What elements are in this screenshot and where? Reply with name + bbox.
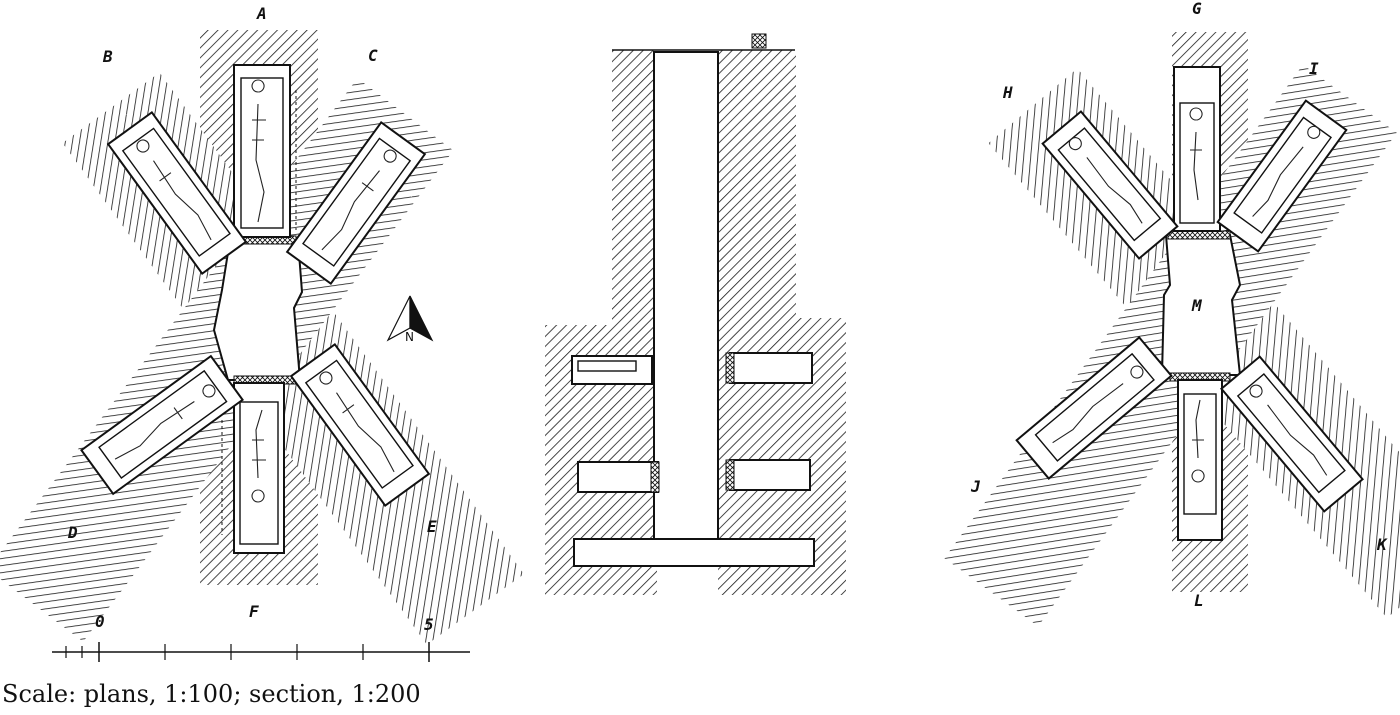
loculus-h (1041, 110, 1179, 260)
label-a: A (256, 4, 267, 23)
section-shaft (653, 51, 719, 548)
right-tomb-plan: G H I J K L M (944, 0, 1400, 627)
section-rock-right-upper (718, 50, 796, 320)
skeleton-l (1191, 399, 1205, 483)
loculus-a (233, 64, 291, 238)
loculus-g (1173, 66, 1221, 232)
loculus-j (1015, 336, 1173, 480)
north-arrow-east-half (409, 295, 434, 342)
label-g: G (1192, 0, 1202, 18)
label-i: I (1309, 59, 1319, 78)
label-j: J (970, 477, 981, 496)
label-h: H (1002, 83, 1013, 102)
coffin-a (240, 77, 284, 229)
section-loculus-upper-right (729, 352, 813, 384)
label-m: M (1191, 296, 1203, 315)
section-coffin-upper-left (577, 360, 637, 372)
label-l: L (1194, 591, 1204, 610)
section-loculus-lower-right (729, 459, 811, 491)
loculus-b (106, 111, 248, 275)
loculus-k (1220, 355, 1364, 513)
skeleton-g (1189, 107, 1203, 201)
left-tomb-plan: A B C D E F (0, 4, 525, 645)
section-blocking-lower-left (650, 461, 660, 493)
skeleton-a (251, 79, 266, 223)
section-loculus-lower-left (577, 461, 659, 493)
section-loculus-upper-left (571, 355, 653, 385)
label-e: E (427, 517, 437, 536)
label-d: D (67, 523, 78, 542)
central-chamber (212, 239, 304, 381)
scale-label-start: 0 (95, 612, 105, 631)
section-blocking-lower-right (725, 459, 735, 491)
coffin-f (239, 401, 279, 545)
scale-label-end: 5 (424, 615, 434, 634)
scale-bar: 0 5 (52, 612, 470, 662)
north-arrow: N (386, 295, 434, 344)
coffin-g (1179, 102, 1215, 224)
label-b: B (102, 47, 113, 66)
loculus-d (80, 354, 244, 496)
capstone-block (751, 33, 767, 49)
label-c: C (368, 46, 378, 65)
north-arrow-label: N (405, 330, 414, 344)
section-blocking-upper-right (725, 352, 735, 384)
label-f: F (249, 602, 259, 621)
loculus-e (289, 343, 431, 507)
tomb-section (545, 33, 846, 595)
label-k: K (1376, 535, 1388, 554)
loculus-f (233, 382, 285, 554)
coffin-l (1183, 393, 1217, 515)
skeleton-f (251, 409, 266, 503)
blocking-stone-g (1167, 230, 1231, 240)
loculus-c (285, 121, 427, 285)
section-rock-left-upper (612, 50, 654, 330)
loculus-i (1216, 99, 1348, 253)
section-bottom-chamber (573, 538, 815, 567)
figure-caption: Scale: plans, 1:100; section, 1:200 (2, 680, 421, 708)
